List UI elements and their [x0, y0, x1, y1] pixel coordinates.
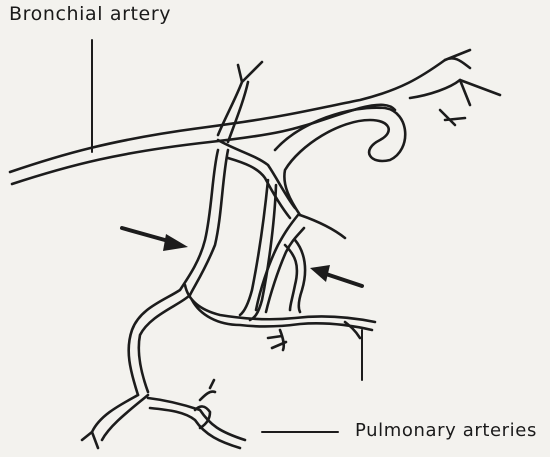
lower-connection-vessel	[185, 285, 375, 350]
top-branch-vessel	[218, 62, 262, 142]
main-descending-vessel	[129, 150, 228, 395]
left-arrow-icon	[122, 228, 188, 251]
right-arrow-icon	[310, 265, 362, 286]
bottom-branch-vessel	[82, 380, 245, 448]
